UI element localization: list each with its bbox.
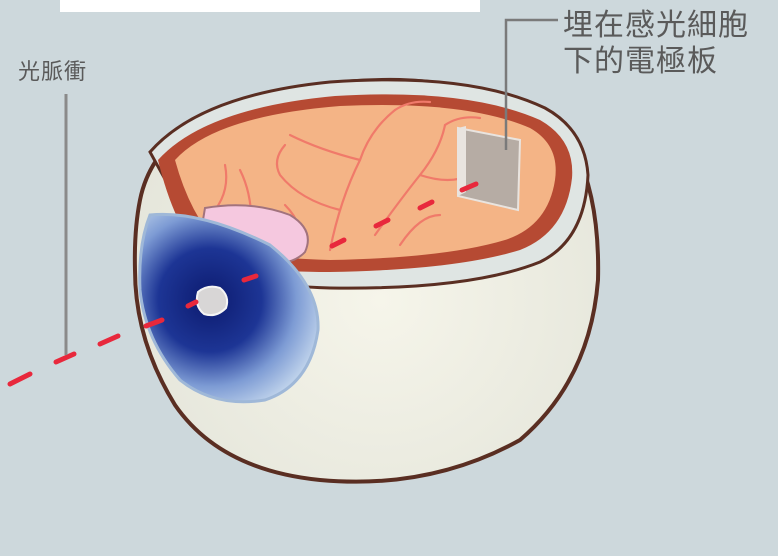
- light-pulse-label: 光脈衝: [18, 55, 87, 91]
- electrode-label-line1: 埋在感光細胞: [563, 8, 778, 44]
- electrode-plate: [458, 126, 520, 210]
- pupil: [197, 287, 227, 315]
- electrode-plate-label: 埋在感光細胞 下的電極板: [563, 8, 778, 80]
- electrode-label-line2: 下的電極板: [563, 44, 778, 80]
